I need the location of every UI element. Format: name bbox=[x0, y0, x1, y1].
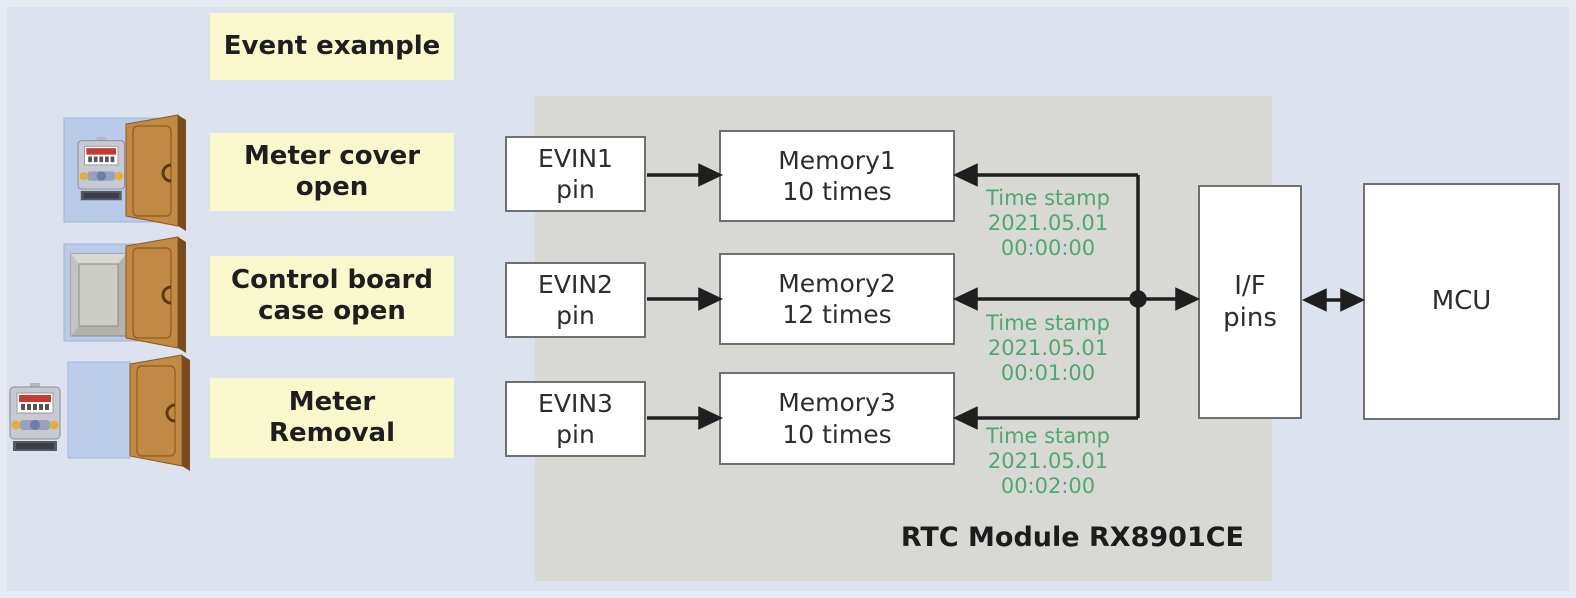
label-line: case open bbox=[258, 296, 406, 326]
memory2-box: Memory2 12 times bbox=[719, 253, 955, 345]
meter-removal-icon bbox=[9, 353, 192, 473]
control-board-case-open-label: Control board case open bbox=[210, 256, 454, 336]
memory2-name: Memory2 bbox=[778, 268, 896, 298]
if-line: I/F bbox=[1234, 270, 1266, 301]
memory1-count: 10 times bbox=[782, 177, 892, 206]
evin3-pin-box: EVIN3 pin bbox=[505, 381, 646, 457]
if-line: pins bbox=[1223, 303, 1277, 333]
label-line: Control board bbox=[231, 265, 433, 296]
timestamp-memory3: Time stamp 2021.05.01 00:02:00 bbox=[963, 424, 1133, 499]
memory3-name: Memory3 bbox=[778, 388, 896, 418]
timestamp-memory2: Time stamp 2021.05.01 00:01:00 bbox=[963, 311, 1133, 386]
timestamp-title: Time stamp bbox=[986, 186, 1110, 210]
timestamp-time: 00:01:00 bbox=[1000, 361, 1096, 385]
evin2-sub: pin bbox=[556, 301, 595, 330]
empty-cabinet-panel bbox=[67, 361, 131, 459]
meter-removal-label: Meter Removal bbox=[210, 378, 454, 458]
if-pins-box: I/F pins bbox=[1198, 185, 1302, 419]
open-door-icon bbox=[124, 235, 188, 355]
arrowhead bbox=[1340, 288, 1366, 312]
label-line: open bbox=[295, 172, 369, 202]
mcu-label: MCU bbox=[1431, 286, 1492, 317]
memory1-name: Memory1 bbox=[778, 145, 896, 175]
label-line: Meter bbox=[288, 387, 376, 418]
memory2-count: 12 times bbox=[782, 300, 892, 329]
control-board-case-open-icon bbox=[63, 235, 188, 355]
evin1-pin-box: EVIN1 pin bbox=[505, 136, 646, 212]
timestamp-time: 00:00:00 bbox=[1000, 236, 1096, 260]
event-example-label: Event example bbox=[210, 13, 454, 80]
evin1-name: EVIN1 bbox=[538, 143, 613, 173]
timestamp-date: 2021.05.01 bbox=[987, 449, 1109, 473]
mcu-box: MCU bbox=[1363, 183, 1560, 420]
memory3-count: 10 times bbox=[782, 419, 892, 449]
timestamp-date: 2021.05.01 bbox=[987, 336, 1109, 360]
meter-cover-open-label: Meter cover open bbox=[210, 133, 454, 211]
timestamp-date: 2021.05.01 bbox=[987, 211, 1109, 235]
open-door-icon bbox=[128, 353, 192, 473]
evin2-pin-box: EVIN2 pin bbox=[505, 262, 646, 338]
label-line: Removal bbox=[268, 418, 395, 448]
timestamp-title: Time stamp bbox=[986, 424, 1110, 448]
meter-cabinet-open-icon bbox=[63, 113, 188, 233]
case-inner bbox=[78, 263, 119, 327]
timestamp-memory1: Time stamp 2021.05.01 00:00:00 bbox=[963, 186, 1133, 261]
removed-electric-meter-icon bbox=[9, 382, 61, 452]
event-example-text: Event example bbox=[223, 31, 441, 62]
evin3-sub: pin bbox=[556, 420, 595, 449]
timestamp-time: 00:02:00 bbox=[1000, 474, 1096, 498]
arrowhead bbox=[1301, 288, 1327, 312]
open-door-icon bbox=[124, 113, 188, 233]
case-bevel-top bbox=[71, 254, 126, 264]
evin3-name: EVIN3 bbox=[538, 388, 613, 418]
timestamp-title: Time stamp bbox=[986, 311, 1110, 335]
evin1-sub: pin bbox=[556, 175, 595, 204]
memory3-box: Memory3 10 times bbox=[719, 372, 955, 465]
rtc-module-title: RTC Module RX8901CE bbox=[900, 522, 1244, 553]
label-line: Meter cover bbox=[243, 141, 421, 172]
memory1-box: Memory1 10 times bbox=[719, 130, 955, 222]
evin2-name: EVIN2 bbox=[538, 269, 613, 299]
case-bevel-left bbox=[71, 254, 79, 336]
